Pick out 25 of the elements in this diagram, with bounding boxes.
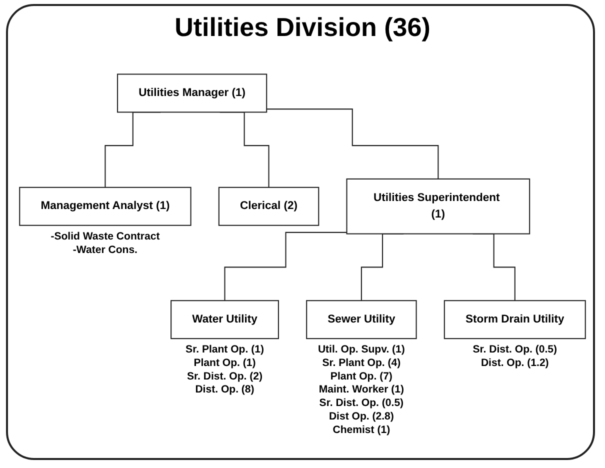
node-box: Water Utility xyxy=(170,300,279,340)
staff-line: Dist Op. (2.8) xyxy=(328,410,394,422)
staff-line: Dist. Op. (1.2) xyxy=(480,357,549,369)
node-box: Sewer Utility xyxy=(306,300,417,340)
staff-line: Sr. Dist. Op. (0.5) xyxy=(319,397,404,410)
staff-line: Maint. Worker (1) xyxy=(318,384,404,396)
staff-line: -Water Cons. xyxy=(72,244,138,256)
connector xyxy=(224,232,347,302)
node-box: Storm Drain Utility xyxy=(444,300,586,340)
staff-line: Util. Op. Supv. (1) xyxy=(318,344,405,356)
staff-line: Sr. Plant Op. (1) xyxy=(186,344,264,356)
staff-line: Sr. Dist. Op. (2) xyxy=(187,370,262,382)
diagram-title: Utilities Division (36) xyxy=(174,12,430,43)
staff-line: Sr. Plant Op. (4) xyxy=(322,357,401,369)
staff-line: Plant Op. (1) xyxy=(194,357,256,369)
staff-line: -Solid Waste Contract xyxy=(50,230,160,242)
node-box: Utilities Manager (1) xyxy=(116,74,268,113)
staff-line: Dist. Op. (8) xyxy=(195,384,254,396)
node-box: Clerical (2) xyxy=(218,186,320,226)
node-box: Management Analyst (1) xyxy=(19,186,192,226)
connector xyxy=(266,108,439,180)
node-box: Utilities Superintendent (1) xyxy=(346,178,530,234)
staff-line: Sr. Dist. Op. (0.5) xyxy=(472,344,558,356)
staff-line: Plant Op. (7) xyxy=(330,370,392,382)
staff-line: Chemist (1) xyxy=(332,424,390,436)
